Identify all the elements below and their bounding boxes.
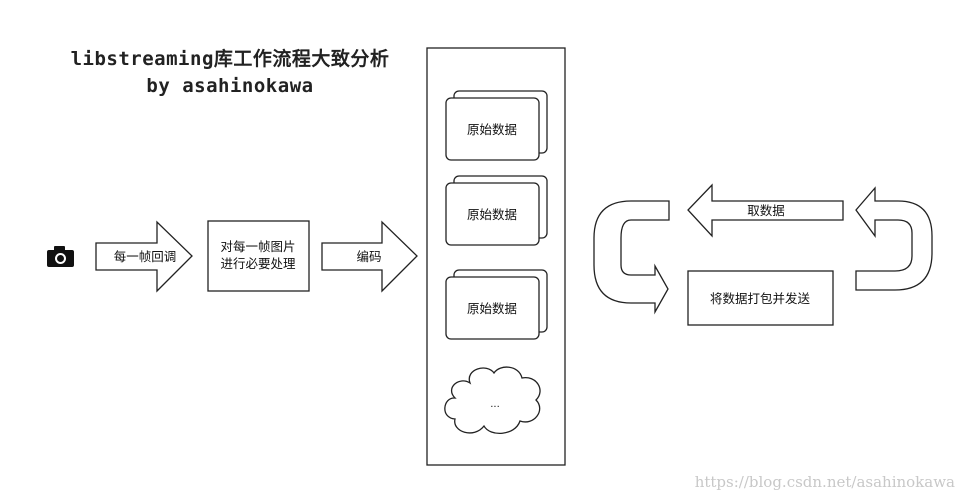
buffer-item-label: 原始数据 [467,207,517,222]
buffer-item: 原始数据 [445,269,548,340]
diagram-author: by asahinokawa [146,75,314,97]
fetch-arrow: 取数据 [687,183,844,238]
process-box-line1: 对每一帧图片 [220,239,295,254]
send-box: 将数据打包并发送 [687,270,834,326]
callback-arrow-label: 每一帧回调 [114,249,177,264]
process-box-line2: 进行必要处理 [220,256,296,271]
process-box: 对每一帧图片 进行必要处理 [207,220,310,292]
fetch-arrow-label: 取数据 [747,203,785,218]
right-loop-arrow [855,186,933,291]
watermark: https://blog.csdn.net/asahinokawa [694,473,955,491]
buffer-item-label: 原始数据 [467,301,517,316]
left-loop-arrow [593,200,670,315]
buffer-item-label: 原始数据 [467,122,517,137]
buffer-item: 原始数据 [445,90,548,161]
encode-arrow: 编码 [321,220,418,293]
more-items-cloud: ... [444,366,541,434]
buffer-item: 原始数据 [445,175,548,246]
diagram-title: libstreaming库工作流程大致分析 [70,48,390,70]
send-box-label: 将数据打包并发送 [710,291,811,306]
encode-arrow-label: 编码 [356,249,381,264]
camera-icon [47,246,74,267]
cloud-label: ... [490,399,500,410]
callback-arrow: 每一帧回调 [95,220,193,293]
